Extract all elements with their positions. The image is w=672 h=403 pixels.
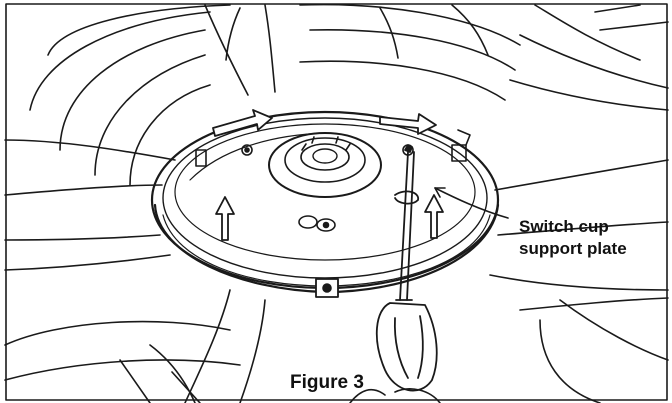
callout-line-2: support plate	[519, 239, 627, 258]
blade-lower	[4, 320, 231, 346]
side-tabs	[195, 129, 471, 167]
screw-holes	[241, 144, 414, 232]
bottom-tab	[315, 278, 339, 298]
callout-leader	[434, 187, 509, 219]
figure-frame	[5, 3, 668, 401]
figure-caption: Figure 3	[290, 372, 364, 393]
central-hub	[268, 132, 382, 198]
upward-arrows	[215, 194, 444, 241]
rotation-arrows	[212, 109, 437, 137]
blade-lower-edge	[4, 359, 241, 381]
switch-cup-support-plate-label: Switch cup support plate	[519, 216, 669, 260]
screwdriver	[375, 144, 438, 392]
callout-line-1: Switch cup	[519, 217, 609, 236]
support-plate	[150, 110, 500, 294]
motor-housing	[29, 3, 521, 186]
blade-arms	[4, 4, 669, 403]
